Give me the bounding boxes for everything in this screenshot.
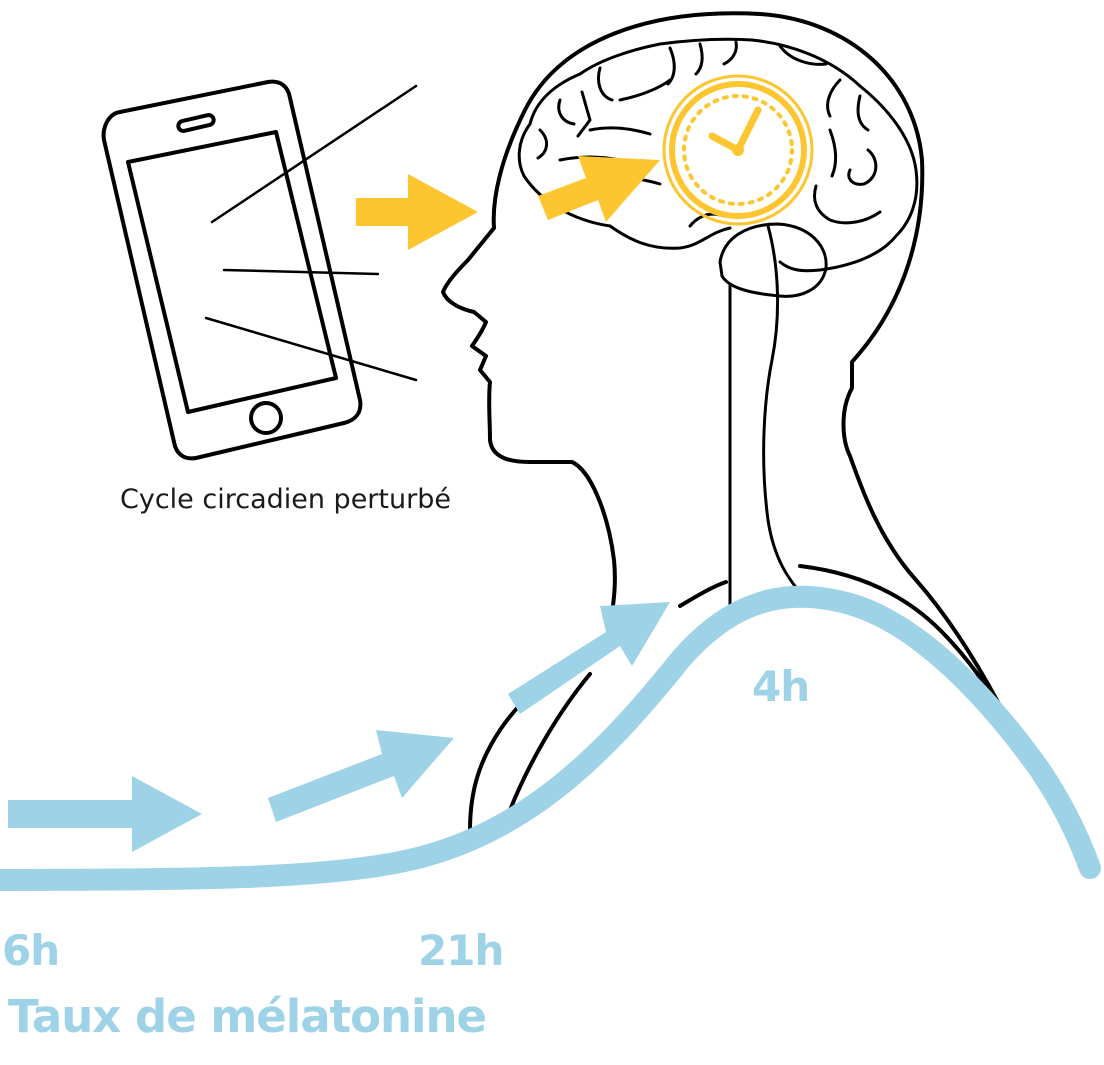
time-label-start: 6h [2, 926, 60, 975]
light-arrows [356, 156, 660, 250]
arrow-icon [8, 776, 202, 852]
smartphone-icon [101, 79, 363, 461]
arrow-icon [356, 174, 478, 250]
melatonin-curve [0, 585, 1101, 891]
head-profile-icon [441, 11, 1032, 832]
clock-icon [662, 74, 814, 226]
arrow-icon [268, 730, 454, 822]
illustration-caption: Cycle circadien perturbé [120, 484, 451, 515]
brain-icon [517, 37, 919, 606]
time-label-evening: 21h [418, 926, 504, 975]
light-rays [204, 84, 418, 382]
arrow-icon [508, 602, 670, 714]
melatonin-arrows [8, 602, 670, 852]
time-label-peak: 4h [752, 662, 810, 711]
arrow-icon [538, 156, 660, 222]
melatonin-title: Taux de mélatonine [8, 990, 487, 1043]
